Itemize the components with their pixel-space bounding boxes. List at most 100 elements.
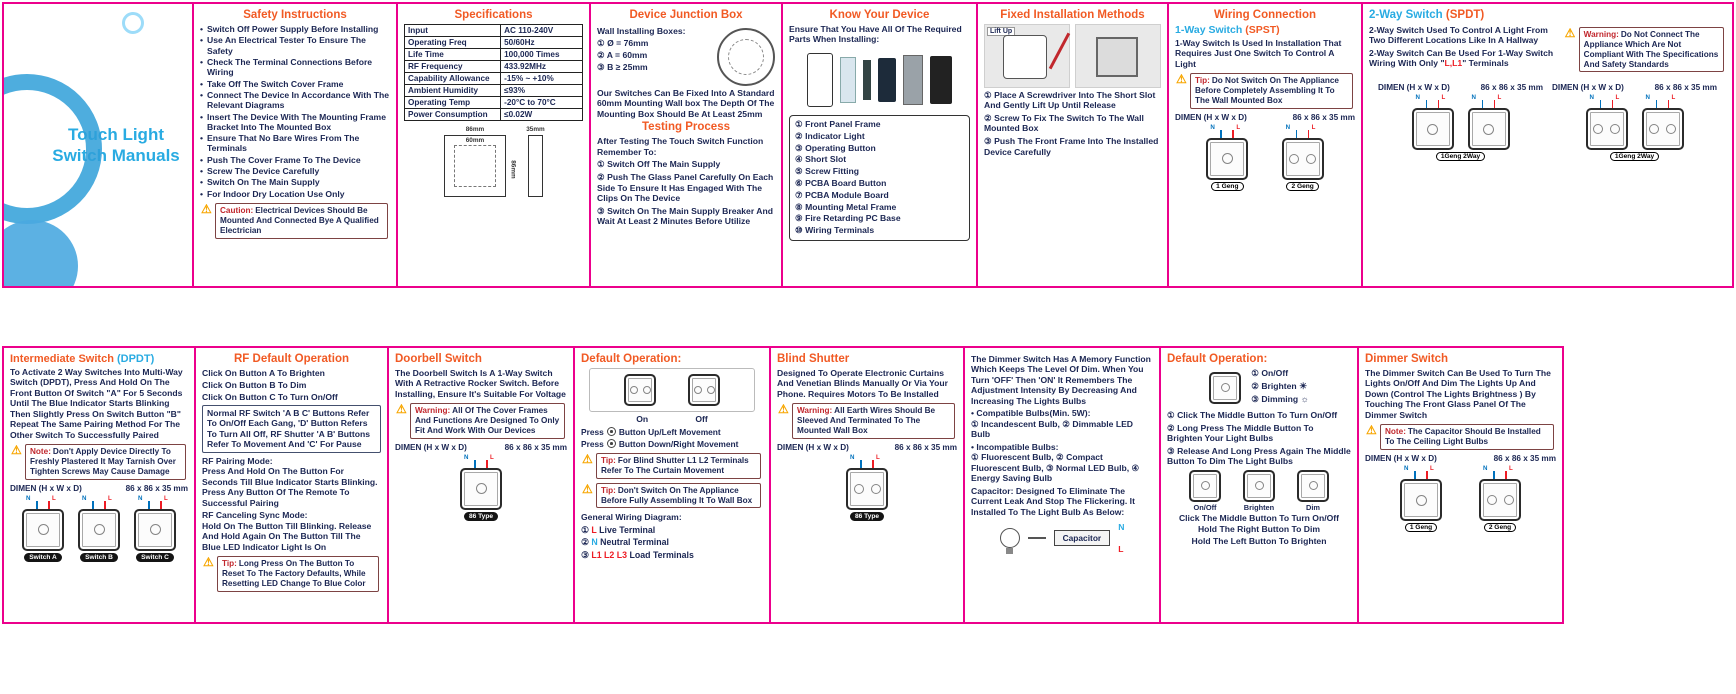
outer-square: 60mm: [444, 135, 506, 197]
live-wire-label: L: [490, 453, 494, 461]
table-cell: Capability Allowance: [403, 72, 502, 85]
warning-box: ⚠ Warning:Do Not Connect The Appliance W…: [1565, 26, 1724, 73]
switch-face: [846, 467, 888, 510]
press-button-icon: [606, 439, 616, 448]
panel-fixed-installation-methods: Fixed Installation Methods Lift Up ① Pla…: [978, 4, 1169, 286]
terminal-line: ② N Neutral Terminal: [581, 537, 763, 548]
warning-box: ⚠ Warning:All Of The Cover Frames And Fu…: [396, 402, 565, 439]
table-cell: AC 110-240V: [500, 24, 583, 37]
table-row: Capability Allowance-15% ~ +10%: [403, 72, 583, 85]
face-group: On/Off: [1189, 469, 1221, 512]
caution-box: ⚠ Caution:Electrical Devices Should Be M…: [201, 202, 388, 239]
list-item: ② Screw To Fix The Switch To The Wall Mo…: [984, 113, 1144, 134]
live-label: L: [1118, 544, 1124, 555]
live-wire-label: L: [1430, 465, 1434, 473]
note-text: The Capacitor Should Be Installed To The…: [1385, 427, 1541, 447]
press-button-icon: [606, 427, 616, 436]
rf-cancel-title: RF Canceling Sync Mode:: [202, 510, 308, 521]
legend-row: ③ Dimming ☼: [1251, 394, 1309, 405]
decor-circle-icon: [4, 220, 78, 286]
section-heading: Wiring Connection: [1213, 9, 1317, 21]
table-cell: ≤0.02W: [500, 108, 583, 121]
table-cell: 50/60Hz: [500, 36, 583, 49]
dimmer-op-steps: ① Click The Middle Button To Turn On/Off…: [1167, 410, 1351, 467]
subheading-text: 1-Way Switch: [1175, 24, 1243, 36]
list-item: ① Ø = 76mm: [597, 38, 649, 49]
two-way-description-2: 2-Way Switch Can Be Used For 1-Way Switc…: [1369, 48, 1556, 69]
rf-cancel: RF Canceling Sync Mode: Hold On The Butt…: [202, 510, 381, 552]
terminal-line: ① L Live Terminal: [581, 525, 763, 536]
neutral-wire-label: N: [1471, 94, 1476, 102]
warning-triangle-icon: ⚠: [1366, 423, 1377, 438]
dimen-label: DIMEN (H x W x D): [1378, 83, 1450, 93]
section-heading: Fixed Installation Methods: [1000, 9, 1145, 21]
list-item: Check The Terminal Connections Before Wi…: [200, 57, 390, 78]
section-heading: Device Junction Box: [629, 9, 743, 21]
table-cell: Input: [403, 24, 502, 37]
live-wire-label: L: [108, 494, 112, 502]
blind-description: Designed To Operate Electronic Curtains …: [777, 368, 948, 399]
table-row: Ambient Humidity≤93%: [403, 84, 583, 97]
wiring-description: 1-Way Switch Is Used In Installation Tha…: [1175, 38, 1342, 69]
switch-face: [1467, 108, 1510, 151]
manual-sheet-top: Touch Light Switch Manuals Safety Instru…: [2, 2, 1734, 288]
section-heading: Testing Process: [642, 121, 730, 134]
neutral-wire-label: N: [464, 453, 469, 461]
switch-face: [22, 508, 64, 551]
terminal-num: ③: [581, 549, 589, 560]
tip-text: Long Press On The Button To Reset To The…: [222, 559, 366, 588]
live-wire-label: L: [1671, 94, 1676, 102]
dimension-row: DIMEN (H x W x D) 86 x 86 x 35 mm: [1175, 113, 1355, 122]
list-item: Click On Button C To Turn On/Off: [202, 391, 338, 402]
section-heading: RF Default Operation: [233, 353, 349, 365]
tip-text: For Blind Shutter L1 L2 Terminals Refer …: [601, 456, 749, 475]
list-item: ⑥ PCBA Board Button: [795, 178, 887, 189]
terminal-desc: Load Terminals: [629, 549, 694, 560]
dimen-value: 86 x 86 x 35 mm: [1654, 83, 1717, 93]
neutral-label: N: [1118, 522, 1125, 533]
compatible-items: ① Incandescent Bulb, ② Dimmable LED Bulb: [971, 418, 1134, 440]
press-up-text: Button Up/Left Movement: [618, 427, 721, 437]
table-cell: 100,000 Times: [500, 48, 583, 61]
capacitor-label: Capacitor:: [971, 485, 1014, 496]
terminal-codes: L,L1: [1444, 58, 1463, 69]
legend-row: ① On/Off: [1251, 368, 1309, 379]
switch-face: [1206, 137, 1249, 180]
neutral-wire-label: N: [1645, 94, 1650, 102]
live-wire-label: L: [164, 494, 168, 502]
rf-pairing: RF Pairing Mode: Press And Hold On The B…: [202, 456, 381, 508]
terminal-desc: Live Terminal: [599, 524, 656, 535]
warning-triangle-icon: ⚠: [203, 555, 214, 570]
incompatible-bulbs: Incompatible Bulbs: ① Fluorescent Bulb, …: [971, 442, 1153, 484]
neutral-wire-label: N: [82, 494, 87, 502]
incompatible-title: Incompatible Bulbs:: [976, 441, 1059, 452]
neutral-wire-label: N: [1210, 123, 1215, 131]
list-item: ⑦ PCBA Module Board: [795, 189, 889, 200]
switch-face: [78, 508, 120, 551]
press-label: Press: [581, 439, 604, 449]
neutral-wire-label: N: [1404, 465, 1409, 473]
warning-text: Do Not Connect The Appliance Which Are N…: [1583, 30, 1719, 69]
list-item: Click On Button B To Dim: [202, 379, 307, 390]
dimension-row: DIMEN (H x W x D) 86 x 86 x 35 mm: [1378, 83, 1543, 92]
neutral-wire-label: N: [1589, 94, 1594, 102]
live-wire-label: L: [1497, 94, 1502, 102]
heading-text: 2-Way Switch: [1369, 9, 1443, 21]
live-wire-label: L: [1236, 123, 1241, 131]
dimen-value: 86 x 86 x 35 mm: [1493, 454, 1556, 464]
note-label: Note:: [30, 447, 51, 457]
switch-wiring-diagram: N L 2 Geng: [1280, 124, 1326, 191]
panel-intermediate-switch: Intermediate Switch (DPDT) To Activate 2…: [4, 348, 196, 622]
list-item: ④ Short Slot: [795, 154, 847, 165]
live-wire-label: L: [876, 453, 880, 461]
terminal-line: ③ L1 L2 L3 Load Terminals: [581, 550, 763, 561]
dimen-value: 86 x 86 x 35 mm: [504, 442, 567, 452]
